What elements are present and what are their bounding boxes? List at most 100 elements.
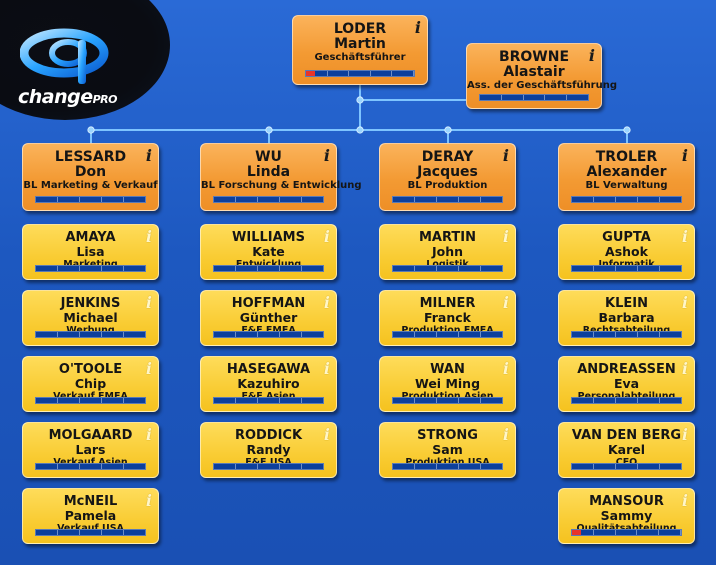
- info-icon[interactable]: i: [681, 491, 688, 510]
- info-icon[interactable]: i: [588, 46, 595, 65]
- person-first-name: Martin: [334, 35, 386, 52]
- staff-card[interactable]: iMcNEILPamelaVerkauf USA: [22, 488, 159, 544]
- person-last-name: JENKINS: [60, 296, 121, 311]
- staff-card[interactable]: iWILLIAMSKateEntwicklung: [200, 224, 337, 280]
- connector-node: [87, 126, 95, 134]
- progress-bar: [392, 331, 503, 338]
- info-icon[interactable]: i: [502, 359, 509, 378]
- info-icon[interactable]: i: [681, 146, 688, 165]
- person-last-name: LODER: [333, 21, 387, 37]
- info-icon[interactable]: i: [323, 425, 330, 444]
- progress-segment: [58, 266, 80, 271]
- info-icon[interactable]: i: [414, 18, 421, 37]
- person-first-name: Alastair: [503, 63, 565, 80]
- progress-bar: [571, 331, 682, 338]
- progress-segment: [58, 464, 80, 469]
- info-icon[interactable]: i: [681, 425, 688, 444]
- progress-segment: [437, 332, 459, 337]
- progress-segment: [36, 266, 58, 271]
- info-icon[interactable]: i: [681, 293, 688, 312]
- staff-card[interactable]: iKLEINBarbaraRechtsabteilung: [558, 290, 695, 346]
- progress-segment: [594, 266, 616, 271]
- progress-segment: [258, 332, 280, 337]
- staff-card[interactable]: iAMAYALisaMarketing: [22, 224, 159, 280]
- staff-card[interactable]: iGUPTAAshokInformatik: [558, 224, 695, 280]
- person-first-name: Karel: [607, 441, 646, 457]
- progress-segment: [638, 398, 660, 403]
- progress-segment: [660, 266, 681, 271]
- progress-bar: [479, 94, 589, 101]
- progress-segment: [302, 464, 323, 469]
- progress-bar: [35, 397, 146, 404]
- staff-card[interactable]: iMOLGAARDLarsVerkauf Asien: [22, 422, 159, 478]
- progress-segment: [660, 398, 681, 403]
- person-first-name: John: [431, 243, 464, 259]
- progress-segment: [302, 332, 323, 337]
- staff-card[interactable]: iMARTINJohnLogistik: [379, 224, 516, 280]
- progress-bar: [571, 397, 682, 404]
- progress-bar: [392, 265, 503, 272]
- progress-bar: [213, 331, 324, 338]
- info-icon[interactable]: i: [502, 146, 509, 165]
- info-icon[interactable]: i: [681, 359, 688, 378]
- staff-card[interactable]: iJENKINSMichaelWerbung: [22, 290, 159, 346]
- progress-segment: [459, 464, 481, 469]
- info-icon[interactable]: i: [502, 227, 509, 246]
- info-icon[interactable]: i: [502, 293, 509, 312]
- person-role: BL Forschung & Entwicklung: [201, 180, 362, 192]
- progress-segment: [393, 197, 415, 202]
- info-icon[interactable]: i: [145, 227, 152, 246]
- info-icon[interactable]: i: [145, 491, 152, 510]
- info-icon[interactable]: i: [323, 359, 330, 378]
- person-role: F&E USA: [201, 457, 336, 468]
- info-icon[interactable]: i: [323, 227, 330, 246]
- person-first-name: Eva: [613, 375, 640, 391]
- progress-segment: [594, 197, 616, 202]
- staff-card[interactable]: iANDREASSENEvaPersonalabteilung: [558, 356, 695, 412]
- progress-segment: [236, 266, 258, 271]
- staff-card[interactable]: iO'TOOLEChipVerkauf EMEA: [22, 356, 159, 412]
- staff-card[interactable]: iMANSOURSammyQualitätsabteilung: [558, 488, 695, 544]
- progress-segment: [214, 332, 236, 337]
- progress-segment: [302, 266, 323, 271]
- person-role: Ass. der Geschäftsführung: [467, 80, 618, 92]
- connector-node: [265, 126, 273, 134]
- staff-card[interactable]: iHASEGAWAKazuhiroF&E Asien: [200, 356, 337, 412]
- progress-bar: [571, 265, 682, 272]
- person-last-name: GUPTA: [602, 230, 651, 245]
- info-icon[interactable]: i: [502, 425, 509, 444]
- progress-bar: [35, 529, 146, 536]
- info-icon[interactable]: i: [323, 146, 330, 165]
- progress-segment: [437, 464, 459, 469]
- info-icon[interactable]: i: [145, 425, 152, 444]
- info-icon[interactable]: i: [145, 359, 152, 378]
- progress-segment: [415, 332, 437, 337]
- progress-segment: [616, 530, 638, 535]
- info-icon[interactable]: i: [323, 293, 330, 312]
- progress-bar: [35, 265, 146, 272]
- progress-segment: [459, 398, 481, 403]
- info-icon[interactable]: i: [145, 146, 152, 165]
- staff-card[interactable]: iMILNERFranckProduktion EMEA: [379, 290, 516, 346]
- info-icon[interactable]: i: [681, 227, 688, 246]
- staff-card[interactable]: iRODDICKRandyF&E USA: [200, 422, 337, 478]
- progress-segment: [328, 71, 350, 76]
- staff-card[interactable]: iSTRONGSamProduktion USA: [379, 422, 516, 478]
- connector-node: [444, 126, 452, 134]
- progress-fill: [306, 71, 315, 76]
- progress-segment: [393, 464, 415, 469]
- progress-bar: [571, 196, 682, 203]
- person-last-name: MOLGAARD: [48, 428, 133, 443]
- progress-segment: [371, 71, 393, 76]
- person-last-name: WILLIAMS: [232, 230, 305, 245]
- staff-card[interactable]: iHOFFMANGüntherF&E EMEA: [200, 290, 337, 346]
- info-icon[interactable]: i: [145, 293, 152, 312]
